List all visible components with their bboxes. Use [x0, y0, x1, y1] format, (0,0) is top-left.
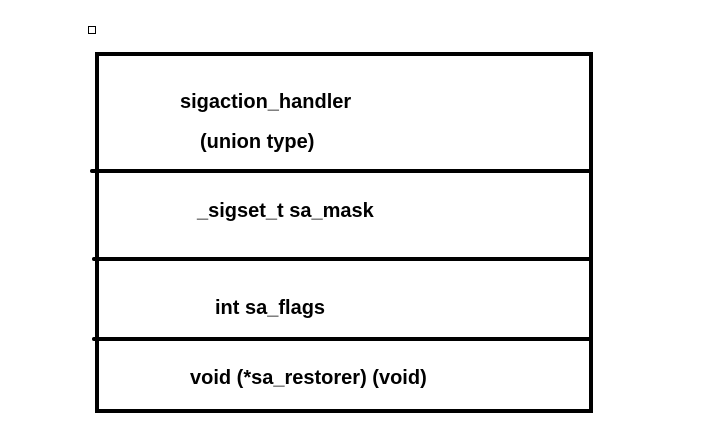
field-sa-restorer: void (*sa_restorer) (void) [190, 367, 427, 389]
field-sigaction-handler-type: (union type) [200, 131, 315, 153]
divider-line-1 [90, 169, 593, 173]
field-sigaction-handler: sigaction_handler [180, 91, 352, 113]
struct-sigaction-box [95, 52, 593, 413]
divider-line-2 [92, 257, 593, 261]
field-sa-mask: _sigset_t sa_mask [197, 200, 374, 222]
field-sa-flags: int sa_flags [215, 297, 326, 319]
anchor-handle-square[interactable] [88, 26, 96, 34]
divider-line-3 [92, 337, 593, 341]
